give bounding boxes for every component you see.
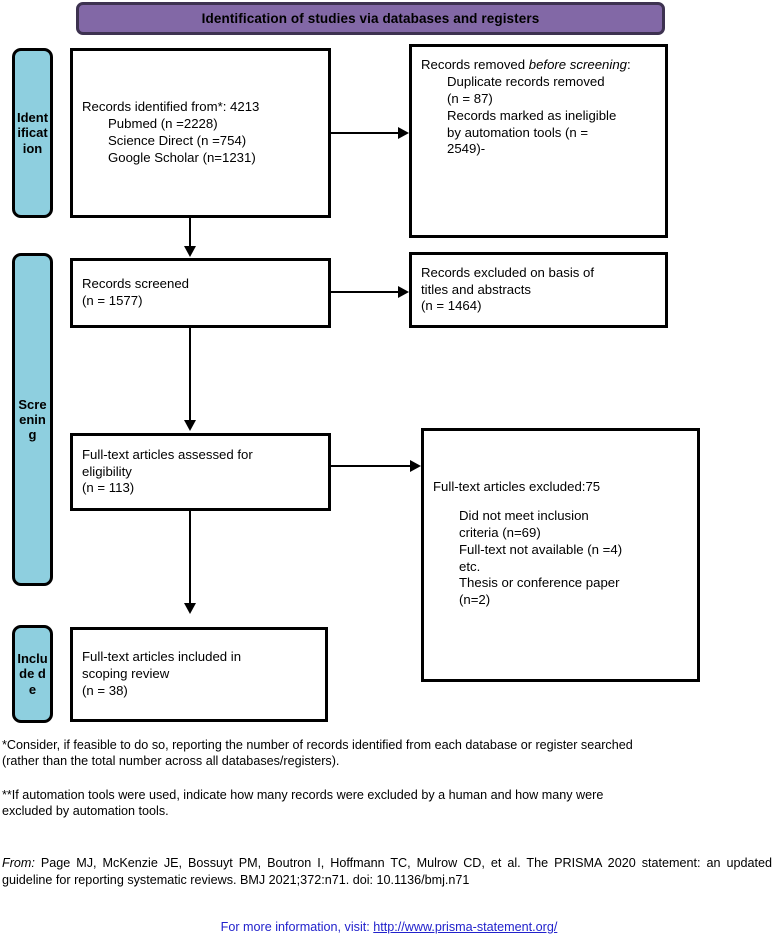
records-removed-heading: Records removed before screening: bbox=[421, 57, 656, 74]
box-records-removed: Records removed before screening: Duplic… bbox=[409, 44, 668, 238]
arrowhead-fulltext-to-excluded bbox=[410, 460, 421, 472]
fulltext-excluded-reasons: Did not meet inclusion criteria (n=69) F… bbox=[459, 507, 623, 608]
prisma-statement-link[interactable]: http://www.prisma-statement.org/ bbox=[373, 920, 558, 934]
box-fulltext-assessed: Full-text articles assessed for eligibil… bbox=[70, 433, 331, 511]
footnote-consider: *Consider, if feasible to do so, reporti… bbox=[2, 738, 633, 769]
spacer bbox=[433, 496, 688, 508]
connector-screened-to-fulltext bbox=[189, 328, 191, 421]
box-records-identified: Records identified from*: 4213 Pubmed (n… bbox=[70, 48, 331, 218]
box-fulltext-excluded: Full-text articles excluded:75 Did not m… bbox=[421, 428, 700, 682]
records-removed-items: Duplicate records removed (n = 87) Recor… bbox=[447, 73, 617, 157]
citation-text: From: Page MJ, McKenzie JE, Bossuyt PM, … bbox=[2, 855, 772, 889]
records-identified-heading: Records identified from*: 4213 bbox=[82, 99, 260, 115]
arrowhead-screened-to-excluded bbox=[398, 286, 409, 298]
arrowhead-screened-to-fulltext bbox=[184, 420, 196, 431]
more-information-line: For more information, visit: http://www.… bbox=[0, 920, 778, 934]
citation-from-label: From: bbox=[2, 856, 35, 870]
arrowhead-identified-to-screened bbox=[184, 246, 196, 257]
stage-label-screening: Screening bbox=[12, 253, 53, 586]
box-records-excluded-titles: Records excluded on basis of titles and … bbox=[409, 252, 668, 328]
connector-fulltext-to-excluded bbox=[331, 465, 410, 467]
box-studies-included: Full-text articles included in scoping r… bbox=[70, 627, 328, 722]
connector-screened-to-excluded bbox=[331, 291, 398, 293]
arrowhead-identified-to-removed bbox=[398, 127, 409, 139]
diagram-banner-title: Identification of studies via databases … bbox=[76, 2, 665, 35]
records-identified-sources: Pubmed (n =2228) Science Direct (n =754)… bbox=[108, 116, 256, 165]
stage-label-included: Include de bbox=[12, 625, 53, 723]
connector-identified-to-removed bbox=[331, 132, 398, 134]
records-removed-heading-prefix: Records removed bbox=[421, 57, 529, 72]
arrowhead-fulltext-to-included bbox=[184, 603, 196, 614]
stage-label-identification: Identification bbox=[12, 48, 53, 218]
fulltext-excluded-heading: Full-text articles excluded:75 bbox=[433, 479, 601, 494]
connector-fulltext-to-included bbox=[189, 511, 191, 604]
more-information-prefix: For more information, visit: bbox=[220, 920, 374, 934]
box-records-screened: Records screened (n = 1577) bbox=[70, 258, 331, 328]
connector-identified-to-screened bbox=[189, 218, 191, 248]
citation-body: Page MJ, McKenzie JE, Bossuyt PM, Boutro… bbox=[2, 856, 772, 887]
records-removed-heading-italic: before screening bbox=[528, 57, 627, 72]
footnote-automation: **If automation tools were used, indicat… bbox=[2, 788, 604, 819]
records-removed-heading-suffix: : bbox=[627, 57, 631, 72]
